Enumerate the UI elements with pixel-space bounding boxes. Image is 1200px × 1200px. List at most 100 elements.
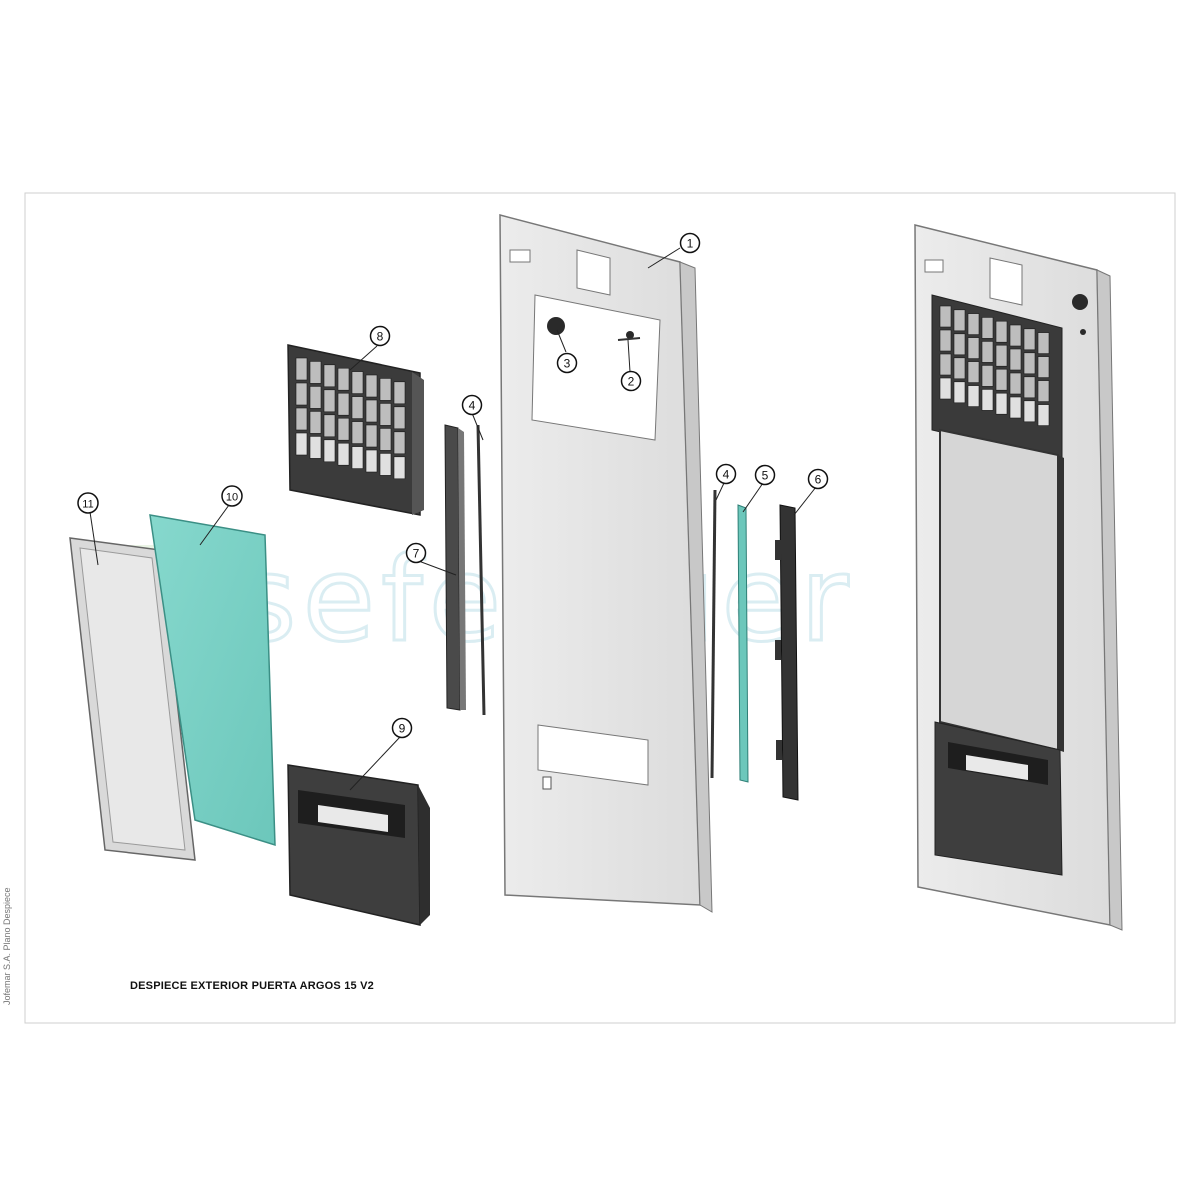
svg-text:4: 4 <box>723 468 730 482</box>
part-6-profile <box>775 504 799 801</box>
callout-10: 10 <box>221 485 243 507</box>
part-8-grid-cell <box>309 436 322 459</box>
part-8-grid-cell <box>323 389 336 413</box>
assembled-grid-cell <box>995 392 1008 415</box>
assembled-grid-cell <box>967 337 980 359</box>
assembled-grid-cell <box>995 344 1008 367</box>
part-8-grid-cell <box>393 381 406 405</box>
assembled-grid-cell <box>953 381 966 404</box>
callout-8: 8 <box>369 325 391 347</box>
callout-9: 9 <box>391 717 413 739</box>
part-1-door-panel <box>499 214 713 913</box>
callout-leaders <box>89 247 817 791</box>
assembled-grid-cell <box>939 353 952 376</box>
part-8-grid-cell <box>337 367 350 391</box>
part-8-grid-cell <box>309 361 322 384</box>
svg-text:10: 10 <box>226 492 238 504</box>
assembled-grid-cell <box>967 313 980 335</box>
assembled-grid-cell <box>1023 328 1036 351</box>
assembled-grid-cell <box>939 305 952 328</box>
part-8-grid-cell <box>309 386 322 409</box>
assembled-grid-cell <box>967 361 980 383</box>
drawing-border <box>24 192 1176 1024</box>
assembled-grid-cell <box>1037 356 1050 378</box>
callout-4-right: 4 <box>715 463 737 485</box>
part-8-grid-cell <box>365 374 378 398</box>
part-8-grid-cell <box>337 417 350 441</box>
svg-text:2: 2 <box>628 375 635 389</box>
part-8-grid-cell <box>351 371 364 394</box>
part-10-glass <box>149 514 276 847</box>
assembled-grid-cell <box>1023 400 1036 423</box>
part-8-grid-cell <box>323 439 336 463</box>
svg-text:8: 8 <box>377 330 384 344</box>
part-8-grid-cell <box>393 431 406 455</box>
assembled-grid-cell <box>1009 372 1022 395</box>
assembled-grid-cell <box>1009 396 1022 419</box>
part-8-grid-cell <box>379 403 392 426</box>
part-8-grid-cell <box>351 446 364 469</box>
part-8-grid-cell <box>323 364 336 388</box>
svg-text:4: 4 <box>469 399 476 413</box>
part-5-glass-strip <box>737 504 749 783</box>
assembled-door <box>914 224 1123 931</box>
part-8-grid-cell <box>295 432 308 456</box>
part-11-panel <box>69 537 196 861</box>
callout-1: 1 <box>679 232 701 254</box>
part-7-rail <box>444 424 466 711</box>
assembled-grid-cell <box>1037 332 1050 354</box>
part-8-grid-cell <box>295 357 308 381</box>
assembled-grid-cell <box>981 365 994 387</box>
callout-7: 7 <box>405 542 427 564</box>
callout-5: 5 <box>754 464 776 486</box>
callout-2: 2 <box>620 370 642 392</box>
part-8-grid-cell <box>295 382 308 406</box>
svg-text:7: 7 <box>413 547 420 561</box>
part-8-grid-cell <box>337 442 350 466</box>
assembled-grid-cell <box>939 329 952 352</box>
assembled-grid-cell <box>995 368 1008 391</box>
part-8-grid-cell <box>379 428 392 451</box>
assembled-grid-cell <box>1037 404 1050 426</box>
assembled-grid-cell <box>1023 352 1036 375</box>
part-8-grid-cell <box>295 407 308 431</box>
assembled-grid-cell <box>939 377 952 400</box>
part-8-grid-cell <box>351 421 364 444</box>
part-8-grid-cell <box>309 411 322 434</box>
side-note: Jofemar S.A. Plano Despiece <box>2 887 12 1005</box>
callout-6: 6 <box>807 468 829 490</box>
part-4-left-strip <box>476 424 486 716</box>
part-9-dispense-panel <box>287 764 430 926</box>
svg-text:6: 6 <box>815 473 822 487</box>
callout-11: 11 <box>77 492 99 514</box>
svg-text:3: 3 <box>564 357 571 371</box>
svg-text:11: 11 <box>82 499 93 511</box>
assembled-grid-cell <box>1009 348 1022 371</box>
assembled-grid-cell <box>981 317 994 339</box>
svg-text:1: 1 <box>687 237 694 251</box>
callout-3: 3 <box>556 352 578 374</box>
assembled-grid-cell <box>1023 376 1036 399</box>
assembled-grid-cell <box>995 320 1008 343</box>
part-8-grid-cell <box>379 378 392 401</box>
part-8-grid-cell <box>365 449 378 473</box>
part-8-grid-cell <box>365 399 378 423</box>
part-8-grid-cell <box>337 392 350 416</box>
callout-4-left: 4 <box>461 394 483 416</box>
part-8-grid-cell <box>365 424 378 448</box>
assembled-grid-cell <box>967 385 980 407</box>
assembled-grid-cell <box>981 389 994 411</box>
part-8-button-grid <box>287 344 424 516</box>
part-8-grid-cell <box>393 456 406 480</box>
drawing-title: DESPIECE EXTERIOR PUERTA ARGOS 15 V2 <box>130 980 374 992</box>
assembled-grid-cell <box>1009 324 1022 347</box>
part-8-grid-cell <box>393 406 406 430</box>
assembled-grid-cell <box>953 357 966 380</box>
part-8-grid-cell <box>379 453 392 476</box>
part-8-grid-cell <box>351 396 364 419</box>
part-8-grid-cell <box>323 414 336 438</box>
assembled-grid-cell <box>981 341 994 363</box>
assembled-grid-cell <box>953 309 966 332</box>
part-4-right-strip <box>710 489 717 779</box>
